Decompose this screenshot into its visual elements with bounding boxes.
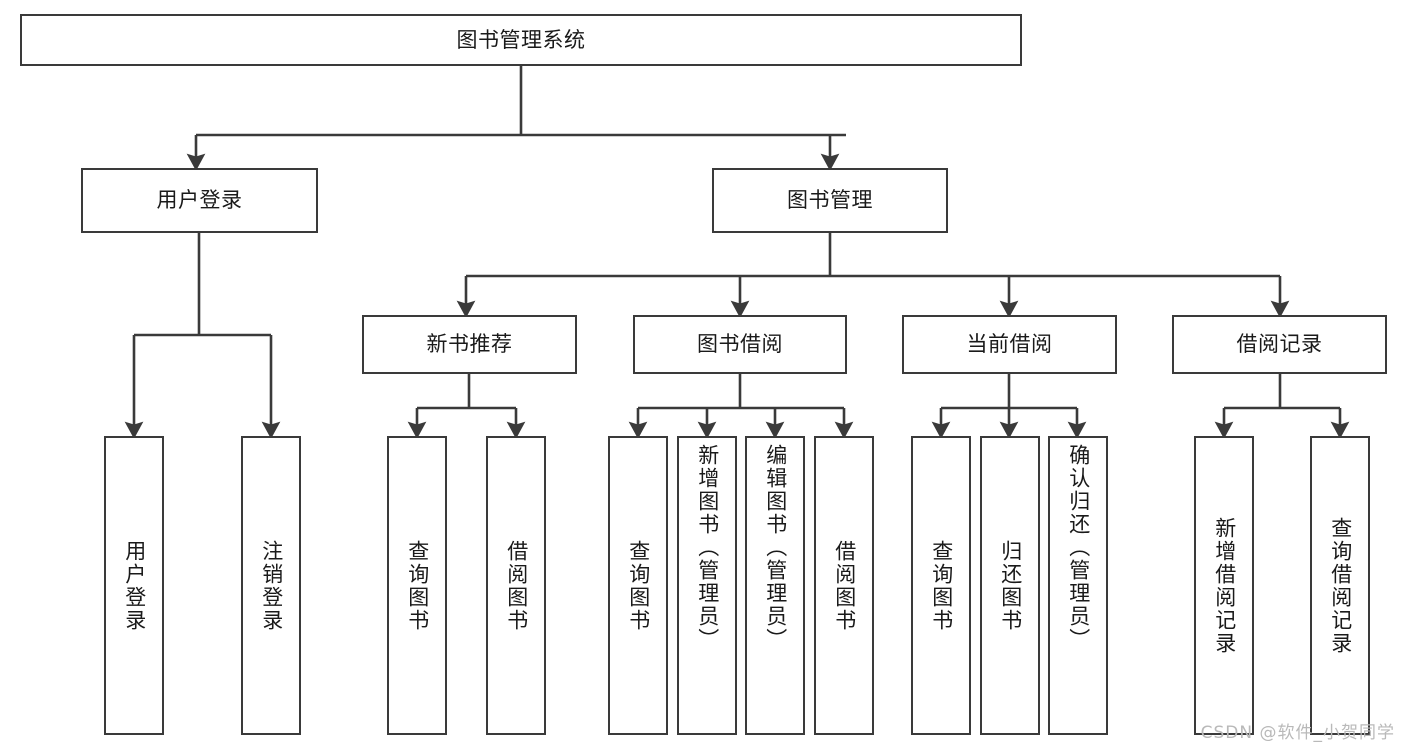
node-label: 注销登录 [259,539,284,632]
node-label: 查询图书 [626,539,651,632]
node-root-book-management-system[interactable]: 图书管理系统 [20,14,1022,66]
node-label: 新书推荐 [426,332,513,357]
node-label: 确认归还（管理员） [1066,444,1091,651]
node-label: 借阅图书 [504,539,529,632]
node-label: 查询图书 [929,539,954,632]
node-leaf-add-book[interactable]: 新增图书（管理员） [677,436,737,735]
node-leaf-edit-book[interactable]: 编辑图书（管理员） [745,436,805,735]
node-borrow-record[interactable]: 借阅记录 [1172,315,1387,374]
node-label: 新增借阅记录 [1212,516,1237,655]
node-new-book-recommend[interactable]: 新书推荐 [362,315,577,374]
node-leaf-borrow-book-1[interactable]: 借阅图书 [486,436,546,735]
node-label: 新增图书（管理员） [695,444,720,651]
node-label: 查询图书 [405,539,430,632]
node-leaf-query-record[interactable]: 查询借阅记录 [1310,436,1370,735]
node-book-borrow[interactable]: 图书借阅 [633,315,847,374]
node-leaf-query-book-2[interactable]: 查询图书 [608,436,668,735]
node-leaf-return-book[interactable]: 归还图书 [980,436,1040,735]
node-label: 借阅图书 [832,539,857,632]
node-label: 借阅记录 [1236,332,1323,357]
node-label: 图书管理系统 [456,27,586,52]
node-label: 用户登录 [156,188,243,213]
node-label: 图书管理 [787,188,873,213]
node-book-management[interactable]: 图书管理 [712,168,948,233]
csdn-watermark: CSDN @软件_小贺同学 [1200,723,1395,743]
node-label: 归还图书 [998,539,1023,632]
node-label: 编辑图书（管理员） [763,444,788,651]
node-label: 查询借阅记录 [1328,516,1353,655]
node-leaf-add-record[interactable]: 新增借阅记录 [1194,436,1254,735]
node-leaf-query-book-1[interactable]: 查询图书 [387,436,447,735]
node-current-borrow[interactable]: 当前借阅 [902,315,1117,374]
node-leaf-logout[interactable]: 注销登录 [241,436,301,735]
node-leaf-confirm-return[interactable]: 确认归还（管理员） [1048,436,1108,735]
node-label: 用户登录 [122,539,147,632]
node-label: 图书借阅 [697,332,783,357]
node-label: 当前借阅 [966,332,1053,357]
node-leaf-user-login[interactable]: 用户登录 [104,436,164,735]
node-leaf-borrow-book-2[interactable]: 借阅图书 [814,436,874,735]
node-leaf-query-book-3[interactable]: 查询图书 [911,436,971,735]
node-user-login[interactable]: 用户登录 [81,168,318,233]
